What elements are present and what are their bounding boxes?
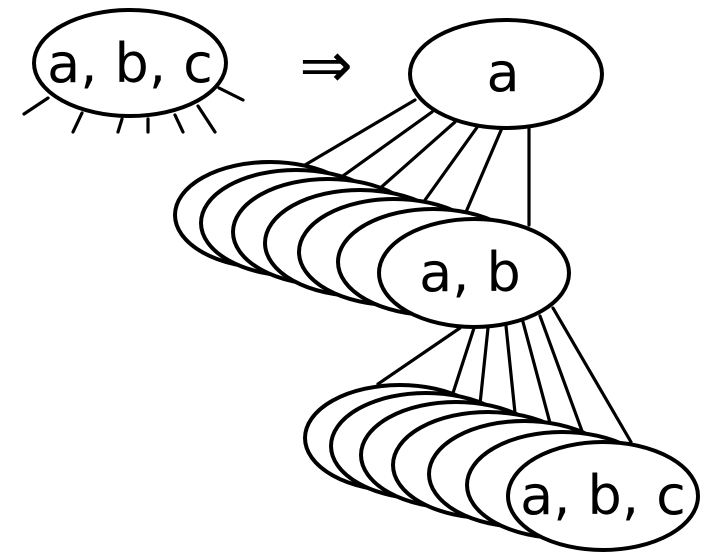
edge-a-4 [423, 124, 480, 202]
implies-arrow: ⇒ [299, 29, 353, 103]
edge-ab-4 [504, 324, 517, 415]
left-edge-6 [196, 104, 217, 134]
bottom-node [506, 440, 700, 552]
edge-a-3 [376, 120, 457, 192]
left-edge-2 [71, 111, 84, 134]
left-node-group: a, b, c [22, 8, 245, 134]
left-node [32, 8, 228, 118]
top-to-middle-edges [303, 98, 531, 227]
bottom-stack: a, b, c [303, 383, 700, 552]
left-edge-5 [173, 113, 185, 134]
left-edge-7 [217, 86, 245, 102]
left-edge-1 [22, 96, 50, 116]
top-node [408, 18, 604, 130]
edge-ab-3 [478, 326, 490, 406]
edge-a-1 [303, 98, 417, 167]
edge-a-5 [464, 126, 504, 214]
middle-stack: a, b [173, 160, 571, 329]
edge-ab-7 [551, 306, 633, 444]
middle-node-label: a, b [419, 241, 521, 304]
edge-a-2 [338, 110, 434, 180]
bottom-node-label: a, b, c [520, 464, 686, 527]
left-node-label: a, b, c [47, 32, 213, 95]
middle-to-bottom-edges [376, 306, 633, 444]
edge-ab-2 [451, 326, 476, 395]
edge-ab-1 [376, 326, 462, 386]
top-node-label: a [486, 41, 519, 104]
edge-ab-6 [538, 314, 584, 433]
left-edge-3 [116, 117, 124, 134]
edge-ab-5 [521, 320, 552, 425]
